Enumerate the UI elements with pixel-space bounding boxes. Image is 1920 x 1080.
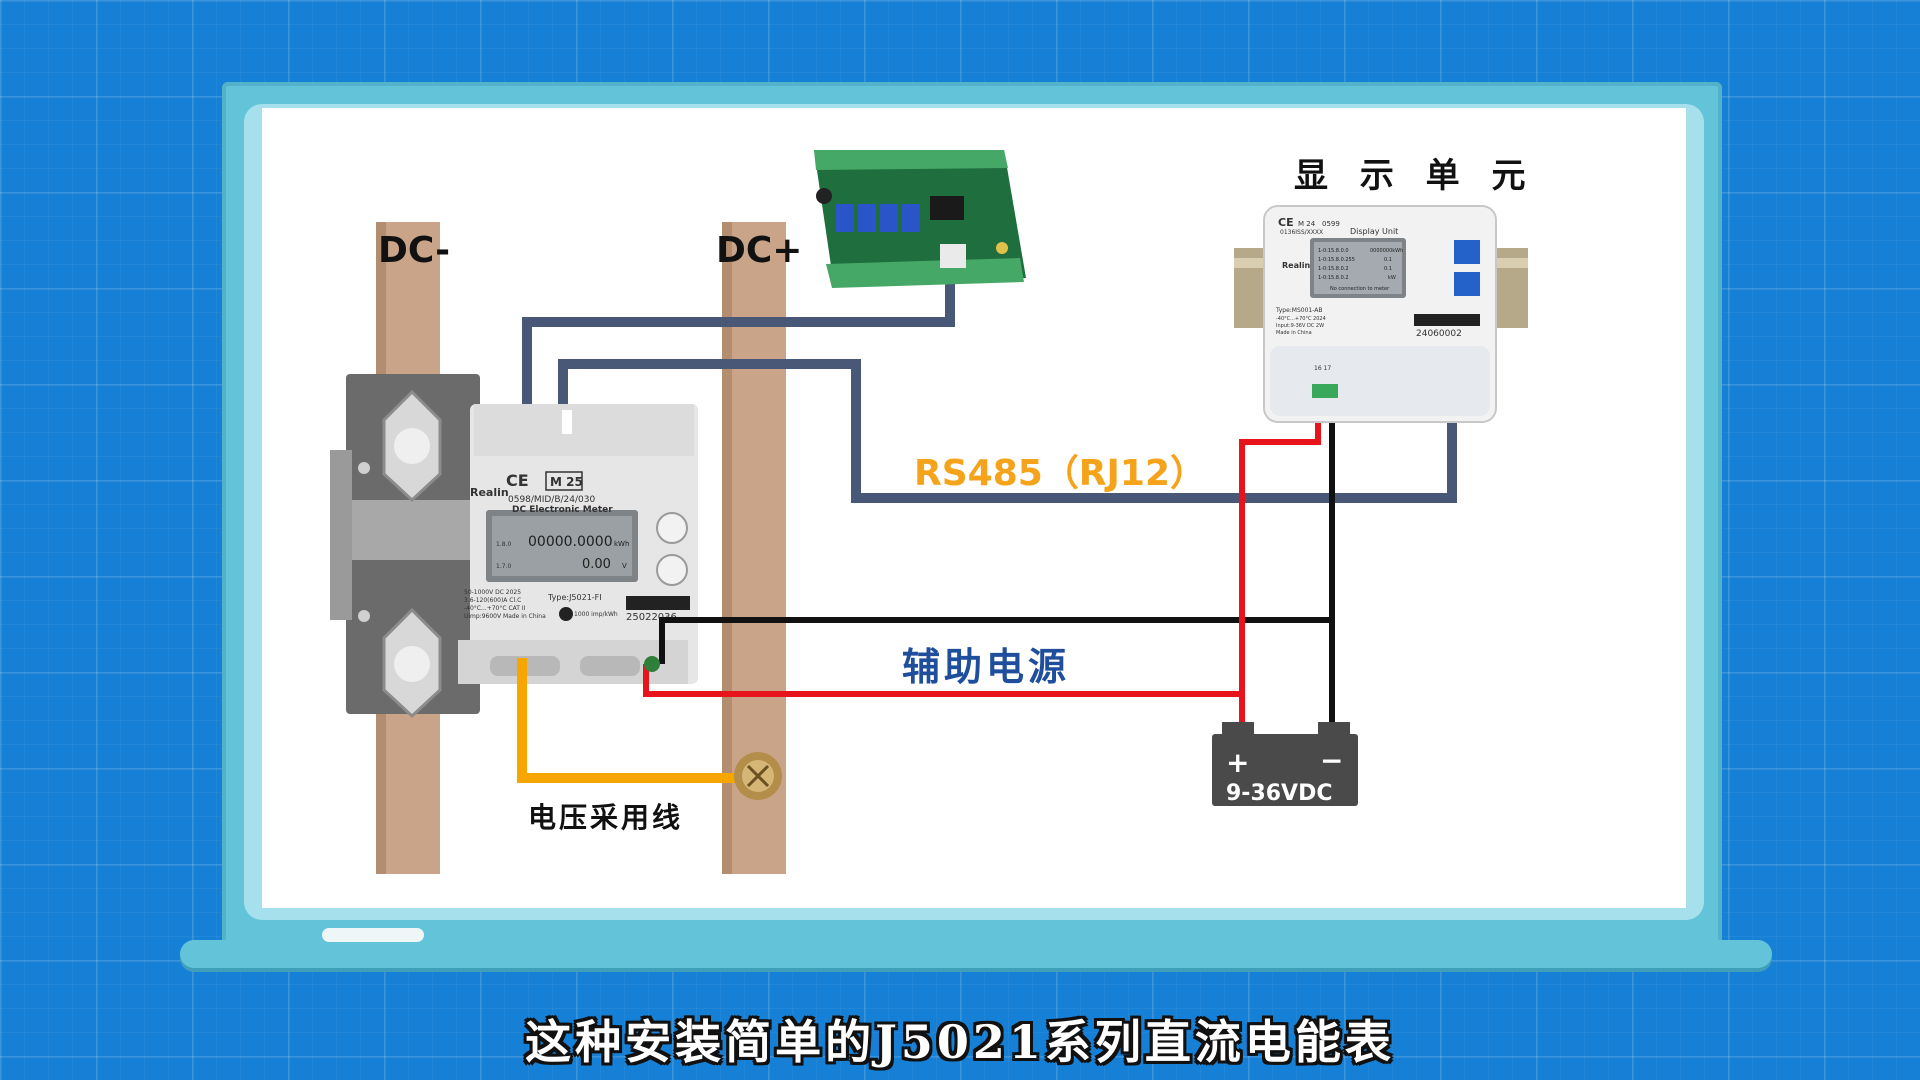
display-screen-line1: 1-0:15.8.0.0	[1318, 248, 1349, 254]
meter-lcd-voltage: 0.00	[582, 557, 611, 572]
display-brand: Realin	[1282, 261, 1310, 270]
meter-serial: 25022036	[626, 612, 677, 623]
display-spec-1: -40°C...+70°C 2024	[1276, 316, 1326, 322]
whiteboard-tray	[180, 940, 1772, 968]
voltage-sampling-wire	[517, 658, 744, 783]
meter-m-mark: M 25	[550, 475, 583, 489]
display-spec-2: Input:9-36V DC 2W	[1276, 323, 1324, 329]
aux-power-red-wire	[643, 400, 1321, 697]
display-spec-3: Made in China	[1276, 330, 1312, 336]
meter-lcd-unit-v: V	[622, 562, 627, 570]
display-serial: 24060002	[1416, 329, 1462, 339]
meter-lcd-unit-kwh: kWh	[614, 540, 629, 548]
meter-name: DC Electronic Meter	[512, 505, 613, 515]
meter-spec-2: 3.6-120(600)A Cl.C	[464, 597, 521, 604]
battery-voltage: 9-36VDC	[1226, 781, 1333, 806]
dc-energy-meter: Realin CE M 25 0598/MID/B/24/030 DC Elec…	[458, 404, 698, 684]
meter-brand: Realin	[470, 486, 509, 499]
aux-power-black-wire	[659, 617, 1332, 664]
display-screen-line2: 1-0:15.8.0.255	[1318, 257, 1355, 263]
display-unit: Realin CE M 24 0599 0136ISS/XXXX Display…	[1234, 205, 1528, 423]
meter-type: Type:J5021-FI	[547, 593, 602, 602]
display-screen-line4: 1-0:15.8.0.2	[1318, 275, 1349, 281]
display-screen-val3: 0.1	[1384, 266, 1392, 272]
meter-ce-mark: CE	[506, 471, 529, 490]
meter-lcd-obis1: 1.8.0	[496, 541, 511, 548]
battery: + − 9-36VDC	[1212, 722, 1358, 806]
display-ce-mark: CE	[1278, 216, 1294, 229]
video-subtitle: 这种安装简单的J5021系列直流电能表	[525, 1015, 1395, 1069]
display-screen-val2: 0.1	[1384, 257, 1392, 263]
dc-plus-label: DC+	[716, 230, 803, 271]
chalk-eraser	[322, 928, 424, 942]
rs485-cable-display	[558, 359, 1457, 503]
meter-model-code: 0598/MID/B/24/030	[508, 495, 595, 505]
battery-plus: +	[1226, 746, 1249, 779]
meter-spec-1: 50-1000V DC 2025	[464, 589, 521, 596]
display-screen-val4: kW	[1388, 275, 1396, 281]
battery-minus: −	[1320, 744, 1343, 777]
meter-spec-4: Uimp:9600V Made in China	[464, 613, 546, 620]
display-type: Type:MS001-AB	[1275, 307, 1323, 314]
meter-imp: 1000 imp/kWh	[574, 611, 618, 618]
meter-lcd-obis2: 1.7.0	[496, 563, 511, 570]
display-screen-val1: 0000000kWh	[1370, 248, 1403, 254]
display-code: 0136ISS/XXXX	[1280, 229, 1323, 236]
display-unit-label: 显 示 单 元	[1294, 156, 1536, 196]
meter-spec-3: -40°C...+70°C CAT II	[464, 605, 526, 612]
voltage-line-label: 电压采用线	[528, 801, 684, 834]
display-name: Display Unit	[1350, 227, 1398, 236]
display-m-mark: M 24	[1298, 220, 1316, 228]
display-screen-line3: 1-0:15.8.0.2	[1318, 266, 1349, 272]
display-cert: 0599	[1322, 220, 1340, 228]
meter-lcd-energy: 00000.0000	[528, 534, 613, 550]
shunt-clamp	[330, 374, 490, 719]
rs485-label: RS485（RJ12）	[914, 453, 1207, 494]
display-terminals: 16 17	[1314, 365, 1331, 372]
display-screen-msg: No connection to meter	[1330, 286, 1390, 292]
controller-board	[814, 150, 1026, 288]
rs485-cable-controller	[522, 278, 955, 404]
dc-minus-label: DC-	[378, 230, 451, 271]
aux-power-label: 辅助电源	[902, 645, 1071, 689]
